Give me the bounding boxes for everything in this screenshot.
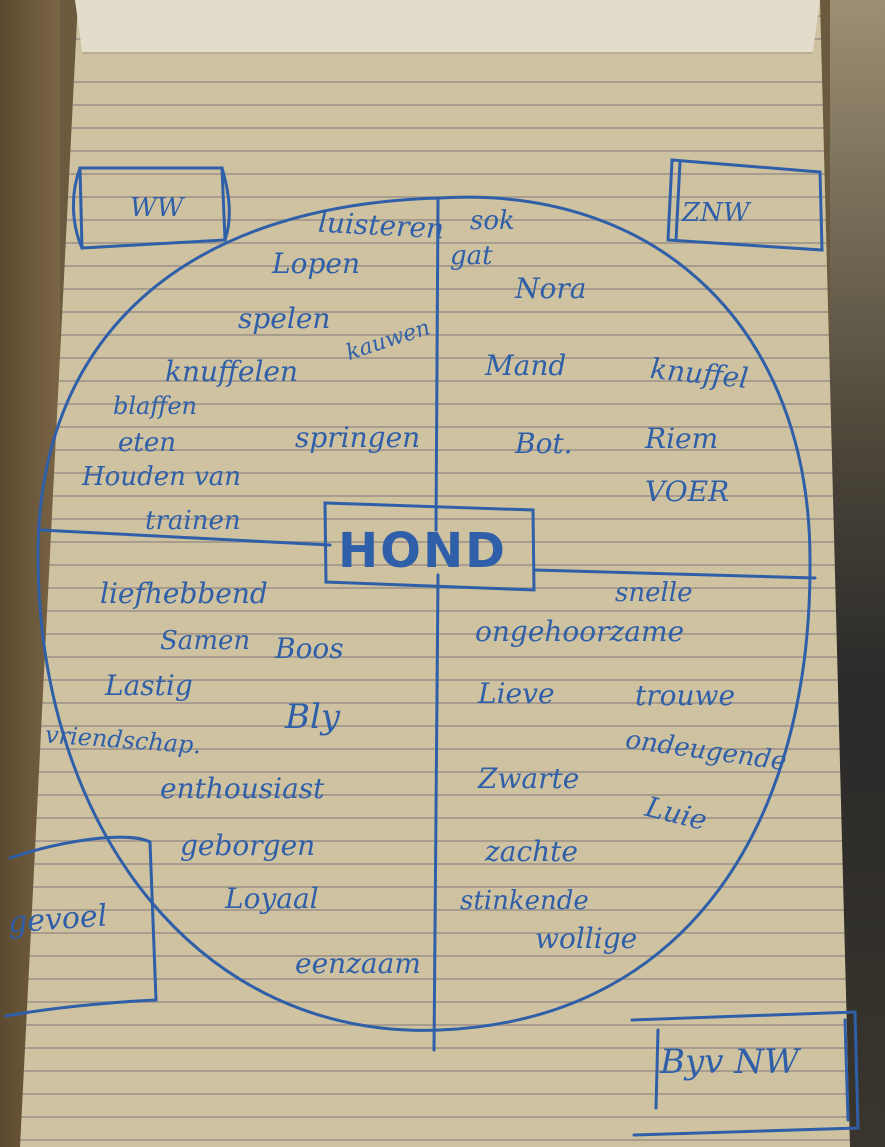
word-loyaal: Loyaal: [225, 882, 319, 915]
word-trainen: trainen: [145, 506, 241, 536]
word-houden-van: Houden van: [82, 462, 242, 492]
label-bijv-nw: Byv NW: [660, 1042, 799, 1082]
word-mand: Mand: [485, 349, 567, 382]
label-znw: ZNW: [682, 198, 750, 228]
horizontal-divider: [38, 528, 817, 580]
word-liefhebbend: liefhebbend: [100, 577, 268, 610]
word-lieve: Lieve: [478, 677, 555, 710]
word-springen: springen: [295, 421, 421, 454]
gevoel-box: [4, 835, 158, 1018]
word-blaffen: blaffen: [113, 392, 198, 420]
word-enthousiast: enthousiast: [160, 772, 325, 805]
label-gevoel: gevoel: [6, 898, 109, 941]
word-stinkende: stinkende: [460, 886, 589, 916]
word-voer: VOER: [645, 475, 730, 508]
word-boos: Boos: [275, 632, 344, 665]
word-eten: eten: [118, 428, 176, 458]
word-samen: Samen: [160, 626, 251, 656]
word-geborgen: geborgen: [180, 829, 316, 862]
mind-map-circle: [36, 195, 812, 1032]
word-zachte: zachte: [485, 835, 578, 868]
word-riem: Riem: [645, 422, 719, 455]
lined-paper: [20, 0, 850, 1147]
word-gat: gat: [450, 241, 493, 271]
word-bot: Bot.: [515, 427, 573, 460]
vertical-divider: [432, 198, 440, 1052]
word-sok: sok: [470, 206, 515, 236]
word-luisteren: luisteren: [317, 205, 445, 246]
word-ongehoorzame: ongehoorzame: [475, 615, 685, 648]
znw-box: [666, 158, 824, 252]
word-lopen: Lopen: [272, 247, 360, 280]
ww-box: [72, 166, 231, 250]
word-snelle: snelle: [615, 578, 693, 608]
paper-binding: [75, 0, 820, 54]
word-knuffelen: knuffelen: [165, 355, 298, 388]
word-spelen: spelen: [238, 302, 331, 335]
label-ww: WW: [130, 193, 184, 223]
word-wollige: wollige: [535, 922, 638, 955]
word-nora: Nora: [515, 272, 587, 305]
word-bly: Bly: [285, 697, 341, 737]
word-eenzaam: eenzaam: [295, 947, 421, 980]
center-word: HOND: [338, 523, 507, 579]
word-zwarte: Zwarte: [478, 762, 580, 795]
bijv-nw-box: [630, 1010, 860, 1137]
word-trouwe: trouwe: [635, 679, 736, 712]
word-lastig: Lastig: [105, 669, 193, 702]
center-box: [323, 501, 536, 592]
